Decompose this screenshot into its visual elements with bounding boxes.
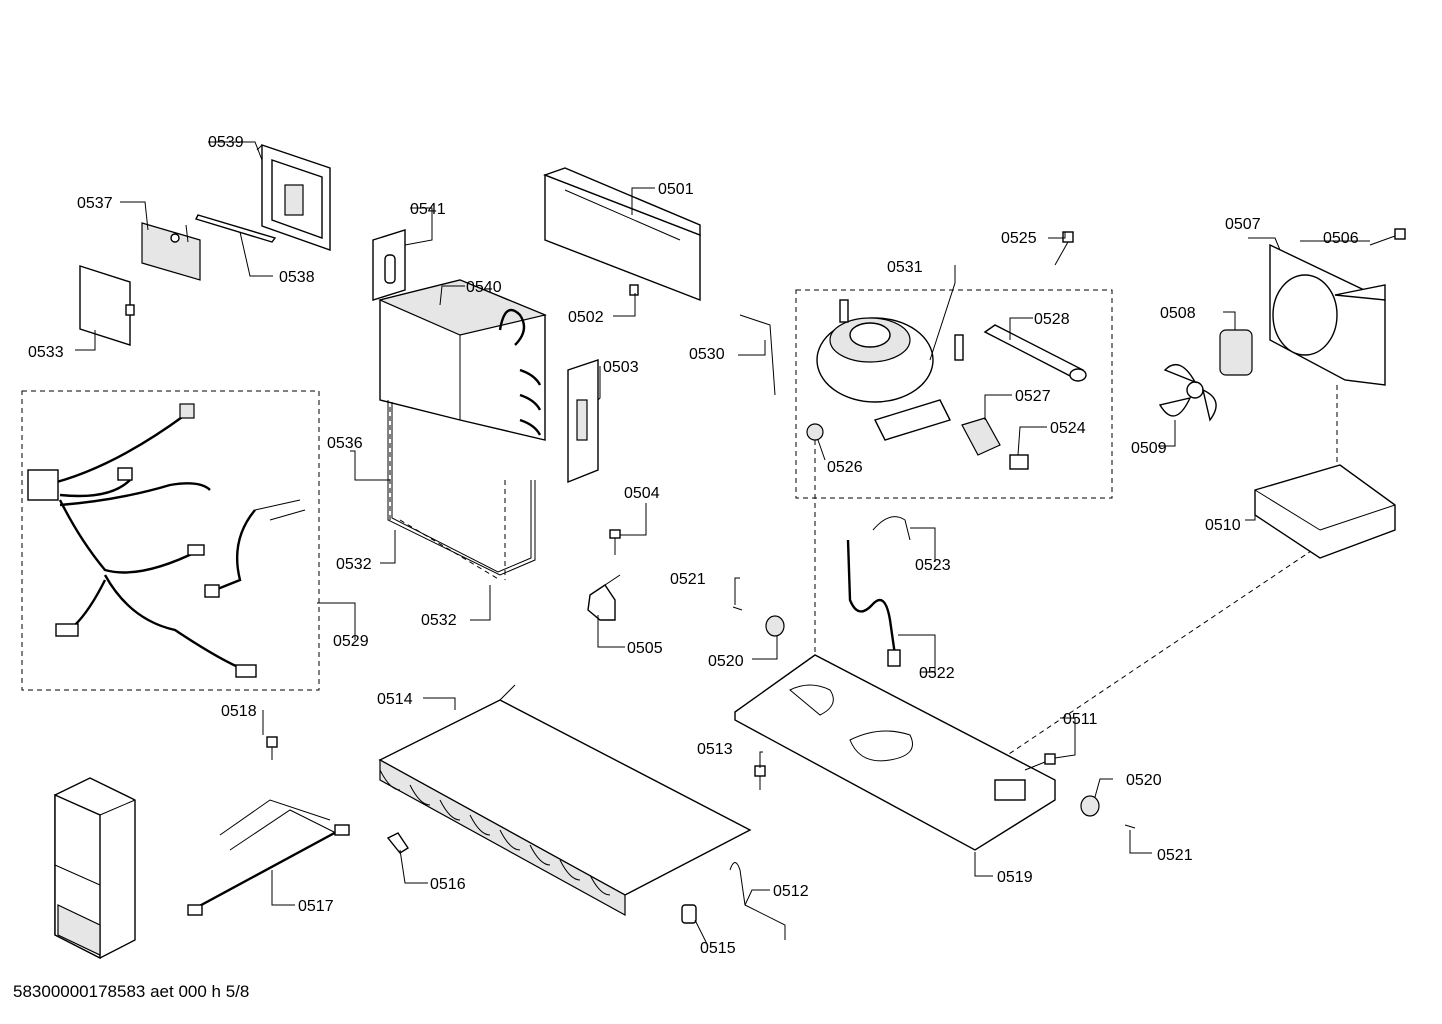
control-housing-frame	[256, 144, 331, 251]
harness-screw	[266, 736, 278, 760]
pin-left	[732, 606, 743, 611]
leader-lines	[75, 141, 1370, 947]
control-board	[141, 222, 201, 281]
condenser	[378, 684, 752, 917]
compressor	[816, 299, 964, 441]
callout-0508: 0508	[1160, 305, 1196, 322]
callout-labels: 0539 0537 0538 0533 0541 0540 0501 0502 …	[28, 134, 1359, 957]
fan-blade	[1158, 363, 1217, 422]
callout-0511: 0511	[1063, 711, 1098, 728]
callout-0537: 0537	[77, 195, 113, 212]
callout-0538: 0538	[279, 269, 315, 286]
callout-0509: 0509	[1131, 440, 1167, 457]
hinge-screw	[609, 529, 621, 555]
board-cover	[79, 265, 135, 346]
tube-sleeve	[681, 904, 697, 924]
appliance-location-thumbnail	[54, 777, 136, 960]
fan-motor	[1219, 329, 1253, 376]
callout-0503: 0503	[603, 359, 639, 376]
callout-0524: 0524	[1050, 420, 1086, 437]
drain-tube	[846, 539, 897, 656]
callout-0515: 0515	[700, 940, 736, 957]
drain-tube-end	[887, 649, 901, 667]
callout-0504: 0504	[624, 485, 660, 502]
secondary-wire-harness	[187, 799, 350, 916]
filter-drier	[983, 324, 1087, 382]
callout-0514: 0514	[377, 691, 413, 708]
rubber-grommet	[806, 423, 824, 441]
callout-0505: 0505	[627, 640, 663, 657]
callout-0531: 0531	[887, 259, 923, 276]
compressor-screw	[1054, 231, 1074, 266]
callout-0526: 0526	[827, 459, 863, 476]
callout-0520-right: 0520	[1126, 772, 1162, 789]
hinge-bracket	[587, 574, 621, 621]
start-relay	[961, 417, 1001, 456]
pipe-clamp	[872, 516, 911, 541]
callout-0525: 0525	[1001, 230, 1037, 247]
sensor-plate	[567, 359, 599, 484]
main-wire-harness	[27, 403, 306, 678]
callout-0540: 0540	[466, 279, 502, 296]
callout-0510: 0510	[1205, 517, 1241, 534]
base-screw-right	[1024, 753, 1056, 771]
grommet-right	[1080, 795, 1100, 817]
callout-0507: 0507	[1225, 216, 1261, 233]
callout-0522: 0522	[919, 665, 955, 682]
pin-right	[1124, 824, 1136, 829]
evaporator-bracket	[372, 229, 406, 301]
callout-0528: 0528	[1034, 311, 1070, 328]
callout-0523: 0523	[915, 557, 951, 574]
callout-0521-left: 0521	[670, 571, 706, 588]
callout-0530: 0530	[689, 346, 725, 363]
callout-0506: 0506	[1323, 230, 1359, 247]
grommet-left	[765, 615, 785, 637]
callout-0518: 0518	[221, 703, 257, 720]
callout-0521-right: 0521	[1157, 847, 1193, 864]
support-wire	[729, 862, 786, 940]
overload-cap	[1009, 454, 1029, 470]
wiring-harness-group-box	[21, 390, 320, 691]
callout-0532-left: 0532	[336, 556, 372, 573]
machine-base-plate	[734, 654, 1056, 851]
callout-0501: 0501	[658, 181, 694, 198]
callout-0502: 0502	[568, 309, 604, 326]
callout-0512: 0512	[773, 883, 809, 900]
fan-shroud	[1269, 243, 1386, 386]
drawing-reference-code: 58300000178583 aet 000 h 5/8	[13, 982, 250, 1001]
duct-clip	[629, 284, 639, 296]
callout-0529: 0529	[333, 633, 369, 650]
callout-0539: 0539	[208, 134, 244, 151]
shroud-screw	[1369, 228, 1406, 246]
callout-0532-right: 0532	[421, 612, 457, 629]
base-screw-left	[754, 765, 766, 790]
compressor-tray	[1254, 464, 1396, 559]
tube-clip	[739, 314, 776, 396]
callout-0516: 0516	[430, 876, 466, 893]
callout-0519: 0519	[997, 869, 1033, 886]
defrost-heater-wire-inner	[391, 402, 532, 573]
callout-0533: 0533	[28, 344, 64, 361]
callout-0541: 0541	[410, 201, 446, 218]
evaporator	[378, 279, 547, 441]
callout-0536: 0536	[327, 435, 363, 452]
callout-0520-left: 0520	[708, 653, 744, 670]
callout-0527: 0527	[1015, 388, 1051, 405]
air-duct-cover	[542, 167, 701, 302]
compressor-group-box	[795, 289, 1113, 499]
callout-0517: 0517	[298, 898, 334, 915]
seal-strip	[195, 214, 277, 243]
condenser-clip	[386, 832, 409, 854]
callout-0513: 0513	[697, 741, 733, 758]
